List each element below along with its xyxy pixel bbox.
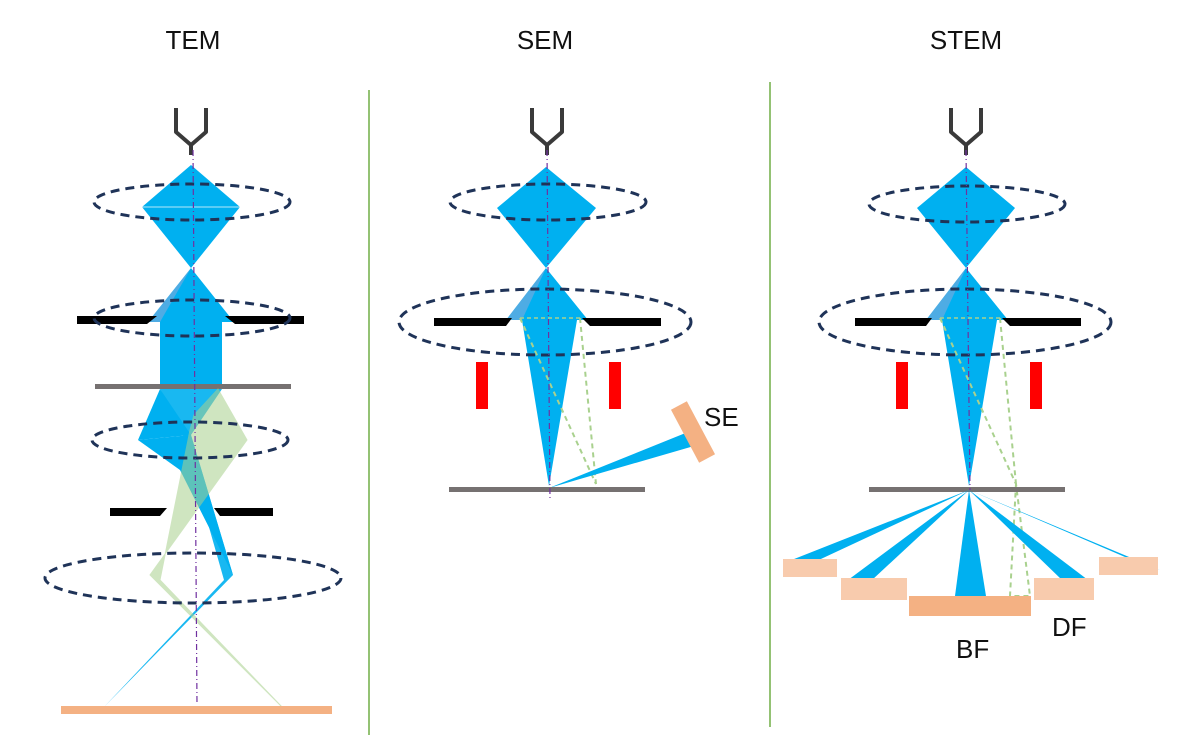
- sem-secondary-electrons: [549, 432, 694, 488]
- stem-scanned-beam-path: [939, 317, 1032, 597]
- stem-specimen: [869, 487, 1065, 492]
- se-label: SE: [704, 402, 739, 432]
- tem-illumination-beam: [148, 268, 234, 385]
- stem-df-detector-outer-right: [1099, 557, 1158, 575]
- sem-scanned-beam-path: [519, 317, 597, 485]
- sem-scan-coil-right: [609, 362, 621, 409]
- sem-optic-axis: [546, 149, 551, 501]
- bf-label: BF: [956, 634, 990, 664]
- df-label: DF: [1052, 612, 1087, 642]
- stem-condenser-lens: [867, 184, 1067, 224]
- sem-panel: [397, 108, 716, 501]
- stem-panel: [783, 108, 1160, 616]
- sem-aperture: [434, 318, 512, 326]
- stem-optic-axis: [965, 149, 971, 491]
- tem-diffracted-beam: [149, 388, 283, 708]
- tem-objective-aperture: [110, 508, 167, 516]
- tem-condenser-aperture: [77, 316, 157, 324]
- tem-condenser-lens-1: [92, 182, 292, 222]
- sem-condenser-lens: [448, 182, 648, 222]
- stem-df-detector-inner-right: [1034, 578, 1094, 600]
- stem-transmitted-beams: [784, 490, 1160, 596]
- tem-viewing-screen: [61, 706, 332, 714]
- sem-title: SEM: [516, 25, 574, 55]
- tem-panel: [43, 108, 343, 714]
- stem-objective-lens: [817, 287, 1113, 357]
- sem-specimen: [449, 487, 645, 492]
- tem-optic-axis: [192, 149, 198, 706]
- tem-specimen: [95, 384, 291, 389]
- sem-scan-coil-left: [476, 362, 488, 409]
- stem-scan-coil-right: [1030, 362, 1042, 409]
- tem-projector-lens: [43, 551, 343, 605]
- sem-se-detector: [670, 401, 716, 463]
- tem-title: TEM: [165, 25, 221, 55]
- stem-scan-coil-left: [896, 362, 908, 409]
- electron-gun-icon: [949, 108, 983, 155]
- electron-gun-icon: [530, 108, 564, 155]
- tem-beam-crossover-1: [142, 165, 240, 268]
- stem-df-detector-inner-left: [841, 578, 907, 600]
- sem-objective-lens: [397, 287, 693, 357]
- stem-bf-detector: [909, 596, 1031, 616]
- tem-objective-lens: [90, 420, 290, 460]
- sem-beam-crossover-1: [497, 167, 596, 268]
- stem-df-detector-outer-left: [783, 559, 837, 577]
- electron-gun-icon: [174, 108, 208, 155]
- stem-title: STEM: [929, 25, 1003, 55]
- stem-aperture: [855, 318, 932, 326]
- tem-condenser-lens-2: [92, 298, 292, 338]
- stem-beam-crossover-1: [917, 167, 1015, 268]
